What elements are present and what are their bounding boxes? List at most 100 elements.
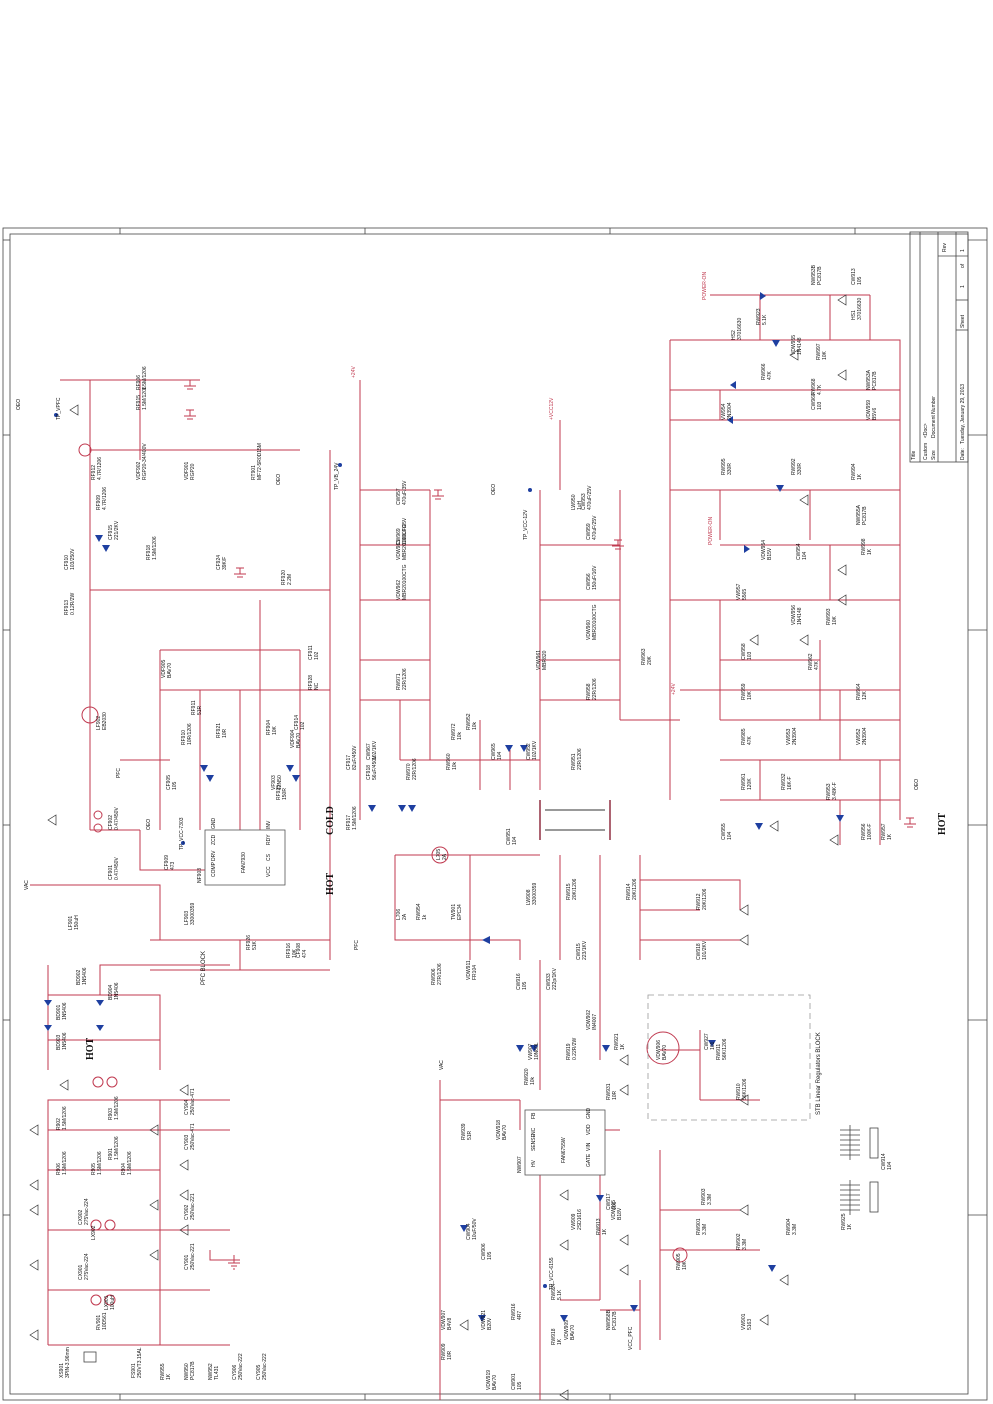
sheet-value: 1 [960, 285, 966, 288]
component-ref: RW915 [566, 883, 572, 900]
net-label: +24V [671, 683, 677, 695]
component-ref: CF917 [346, 755, 352, 770]
component-value: FR104 [472, 965, 478, 980]
pfc-section [30, 379, 331, 971]
net-label: OEO [491, 484, 497, 495]
component-ref: RW906 [431, 968, 437, 985]
sheet-label: Sheet [960, 314, 966, 328]
component-ref: CF915 [108, 525, 114, 540]
component-value: 102 [300, 721, 306, 730]
component-value: 0.12R/2W [70, 592, 76, 615]
component-value: 33000359 [190, 903, 196, 925]
component-ref: RW925 [841, 1213, 847, 1230]
ic-pin-label: GND [586, 1108, 592, 1120]
component-ref: RW972 [451, 723, 457, 740]
component-value: 1K [847, 1223, 853, 1230]
component-value: 1.5M/1206 [127, 1151, 133, 1175]
component-value: 221/2KV [114, 520, 120, 540]
component-ref: RW905 [676, 1253, 682, 1270]
component-ref: VDW955 [791, 335, 797, 355]
component-ref: RW923 [756, 308, 762, 325]
component-value: 104 [802, 551, 808, 560]
component-value: 1.5M/1206 [97, 1151, 103, 1175]
component-ref: CY901 [184, 1254, 190, 1270]
component-ref: RF912 [91, 465, 97, 480]
component-value: 10K [747, 690, 753, 700]
component-ref: RW913 [596, 1218, 602, 1235]
component-value: PC817B [862, 506, 868, 525]
component-value: 22R/1206 [577, 748, 583, 770]
component-ref: RW921 [614, 1033, 620, 1050]
component-value: 103 [747, 651, 753, 660]
control-section [669, 292, 916, 846]
component-ref: VDW915 [611, 1200, 617, 1220]
component-ref: RF925 [276, 785, 282, 800]
component-ref: CY903 [184, 1134, 190, 1150]
component-ref: VDW918 [496, 1120, 502, 1140]
component-value: 10K [292, 948, 298, 958]
component-ref: RW909 [441, 1343, 447, 1360]
component-value: 1N4148 [797, 337, 803, 355]
component-ref: LX901 [104, 1295, 110, 1310]
component-ref: VDW906 [656, 1040, 662, 1060]
component-value: 223/1KV [582, 940, 588, 960]
component-value: 22R/1206 [412, 758, 418, 780]
component-ref: VDW954 [761, 540, 767, 560]
ic-pin-label: GND [211, 818, 217, 830]
component-ref: XS901 [59, 1363, 65, 1378]
component-value: 150R [282, 788, 288, 800]
heatsinks [840, 1125, 879, 1215]
component-ref: CF918 [366, 765, 372, 780]
component-value: EB2030 [102, 712, 108, 730]
component-ref: RW960 [446, 753, 452, 770]
component-value: 473 [170, 861, 176, 870]
component-ref: VW953 [786, 728, 792, 745]
of-label: of [960, 263, 966, 268]
component-value: 1K [620, 1043, 626, 1050]
component-value: 22R/1206 [592, 678, 598, 700]
component-value: PC817B [190, 1361, 196, 1380]
component-ref: CW913 [851, 268, 857, 285]
component-value: 2.2M [287, 574, 293, 585]
component-value: 22R/1206 [402, 668, 408, 690]
ic-pin-label: GATE [586, 1153, 592, 1167]
component-ref: L705 [436, 849, 442, 860]
component-ref: RW997 [816, 343, 822, 360]
component-ref: VDW963 [396, 540, 402, 560]
component-ref: RW939 [461, 1123, 467, 1140]
component-ref: CF911 [308, 645, 314, 660]
component-ref: VDW961 [536, 650, 542, 670]
component-ref: BD902 [76, 969, 82, 985]
component-ref: NW955A [856, 504, 862, 525]
component-value: 1.5M/1206 [62, 1151, 68, 1175]
net-label: VAC [24, 880, 30, 890]
component-value: 5.1K [557, 1289, 563, 1300]
ic-pin-label: RDY [266, 834, 272, 845]
component-ref: RW995 [721, 458, 727, 475]
component-value: 250Vac-222 [238, 1353, 244, 1380]
component-value: 105 [522, 981, 528, 990]
component-value: 1.5M/1206 [62, 1106, 68, 1130]
net-label: PFC [354, 940, 360, 950]
component-value: 120K [747, 778, 753, 790]
component-value: 12N50 [277, 775, 283, 790]
component-ref: CW915 [576, 943, 582, 960]
component-value: 82uF/450V [352, 745, 358, 770]
component-ref: RW902 [736, 1233, 742, 1250]
ic-pin-label: ZCD [211, 834, 217, 845]
size-value: Custom [923, 443, 929, 460]
component-ref: RF921 [216, 723, 222, 738]
component-ref: CW933 [546, 973, 552, 990]
component-value: 150uH [74, 915, 80, 930]
component-ref: NW953A [866, 369, 872, 390]
component-value: 104 [512, 836, 518, 845]
ic-ref: NF903 [197, 868, 203, 883]
component-ref: RW920 [524, 1068, 530, 1085]
component-value: B15V [767, 547, 773, 560]
component-ref: RF928 [308, 675, 314, 690]
component-value: RGP20 [190, 463, 196, 480]
component-value: 1K [166, 1373, 172, 1380]
component-ref: CW906 [481, 1243, 487, 1260]
component-value: 474 [302, 949, 308, 958]
component-value: 1.5M/1206 [114, 1136, 120, 1160]
